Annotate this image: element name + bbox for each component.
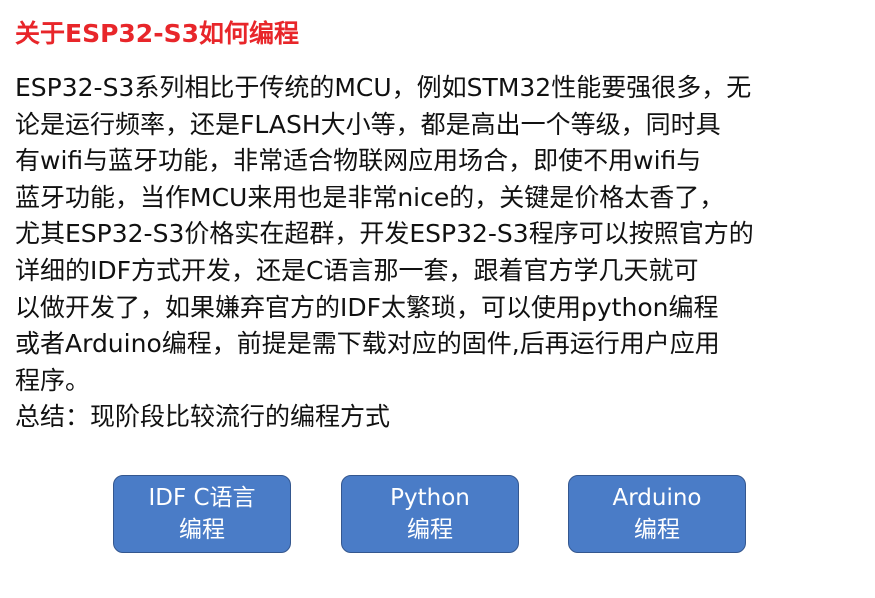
paragraph-line: 有wifi与蓝牙功能，非常适合物联网应用场合，即使不用wifi与 (15, 146, 702, 176)
summary-line: 总结：现阶段比较流行的编程方式 (15, 402, 391, 432)
python-button[interactable]: Python 编程 (341, 475, 519, 553)
button-label-line1: Python (390, 485, 470, 511)
paragraph-line: ESP32-S3系列相比于传统的MCU，例如STM32性能要强很多，无 (15, 73, 752, 102)
paragraph-line: 论是运行频率，还是FLASH大小等，都是高出一个等级，同时具 (15, 109, 721, 139)
button-label-line2: 编程 (407, 517, 453, 543)
paragraph-line: 蓝牙功能，当作MCU来用也是非常nice的，关键是价格太香了， (15, 182, 725, 212)
slide-body: ESP32-S3系列相比于传统的MCU，例如STM32性能要强很多，无 论是运行… (15, 70, 865, 436)
slide-title: 关于ESP32-S3如何编程 (15, 19, 299, 48)
paragraph-line: 详细的IDF方式开发，还是C语言那一套，跟着官方学几天就可 (15, 255, 699, 285)
paragraph-line: 程序。 (15, 365, 91, 395)
paragraph-line: 或者Arduino编程，前提是需下载对应的固件,后再运行用户应用 (15, 329, 720, 359)
button-label-line1: IDF C语言 (148, 485, 256, 511)
idf-c-button[interactable]: IDF C语言 编程 (113, 475, 291, 553)
button-label-line2: 编程 (179, 517, 225, 543)
paragraph-line: 尤其ESP32-S3价格实在超群，开发ESP32-S3程序可以按照官方的 (15, 219, 754, 249)
button-label-line2: 编程 (634, 517, 680, 543)
paragraph-line: 以做开发了，如果嫌弃官方的IDF太繁琐，可以使用python编程 (15, 292, 719, 322)
button-label-line1: Arduino (612, 485, 702, 511)
arduino-button[interactable]: Arduino 编程 (568, 475, 746, 553)
